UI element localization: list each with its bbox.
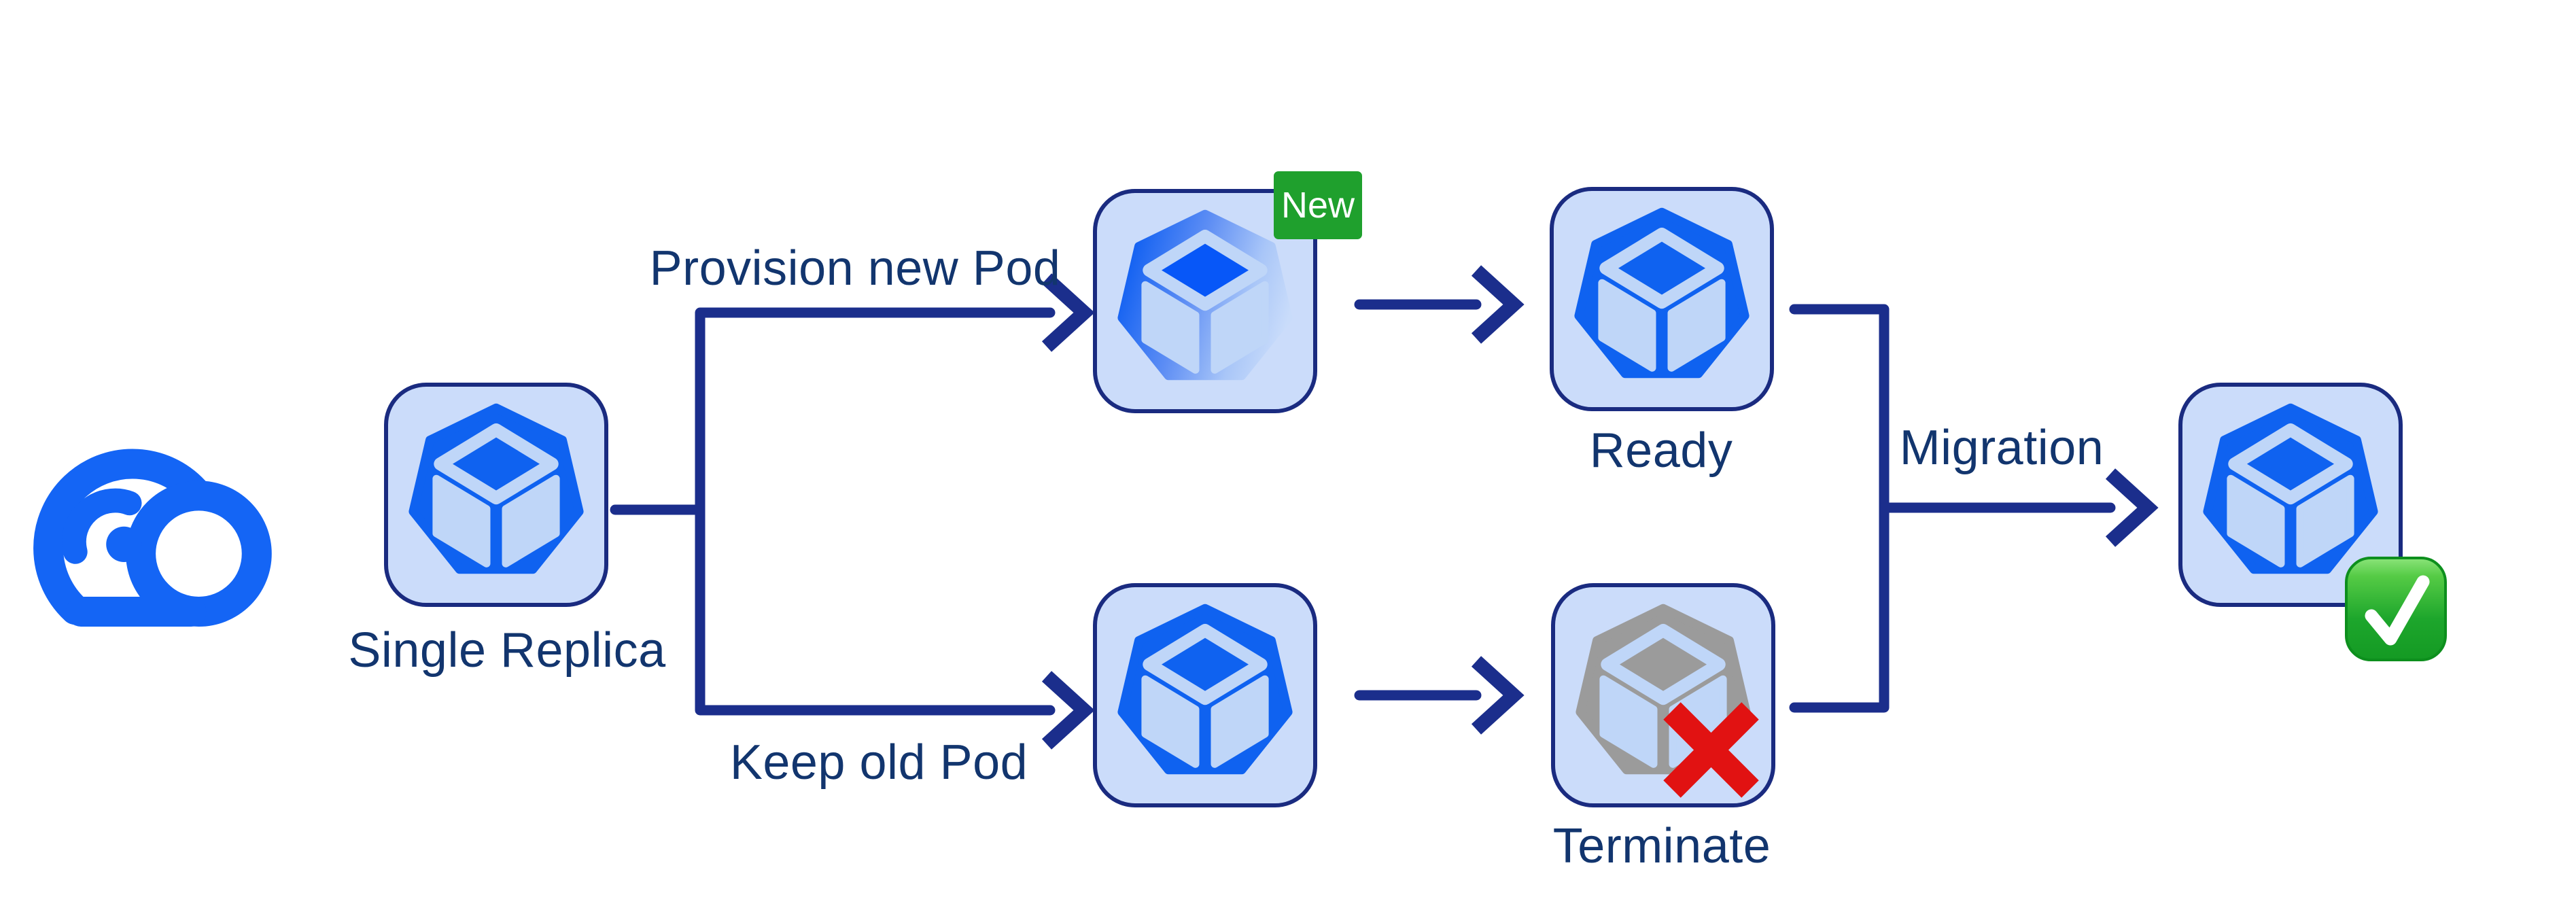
arrowhead-keep-icon [1041, 671, 1095, 750]
new-pod-icon [1117, 209, 1293, 381]
edge-branch [695, 307, 1056, 716]
pod-icon [1117, 604, 1293, 775]
label-ready: Ready [1589, 423, 1733, 478]
node-old-pod [1093, 583, 1317, 807]
node-terminate [1551, 583, 1775, 807]
pod-icon [1574, 207, 1750, 379]
arrowhead-terminate-icon [1471, 656, 1525, 735]
arrowhead-provision-icon [1041, 273, 1095, 352]
label-single-replica: Single Replica [348, 623, 666, 678]
arrowhead-ready-icon [1471, 265, 1525, 344]
arrowhead-migration-icon [2105, 468, 2159, 547]
new-badge: New [1274, 171, 1362, 239]
edge-merge-bracket [1789, 304, 1890, 713]
node-ready [1550, 187, 1774, 411]
pod-icon [2203, 403, 2378, 574]
label-keep: Keep old Pod [729, 735, 1028, 790]
label-provision: Provision new Pod [649, 241, 1061, 296]
node-migrated [2178, 383, 2447, 661]
cloud-icon [33, 449, 272, 627]
label-migration: Migration [1899, 421, 2104, 475]
green-check-icon [2345, 557, 2447, 661]
node-single-replica [384, 383, 608, 607]
red-x-icon [1663, 702, 1759, 798]
node-new-pod: New [1093, 171, 1362, 413]
pod-icon [408, 403, 584, 574]
label-terminate: Terminate [1552, 819, 1771, 873]
